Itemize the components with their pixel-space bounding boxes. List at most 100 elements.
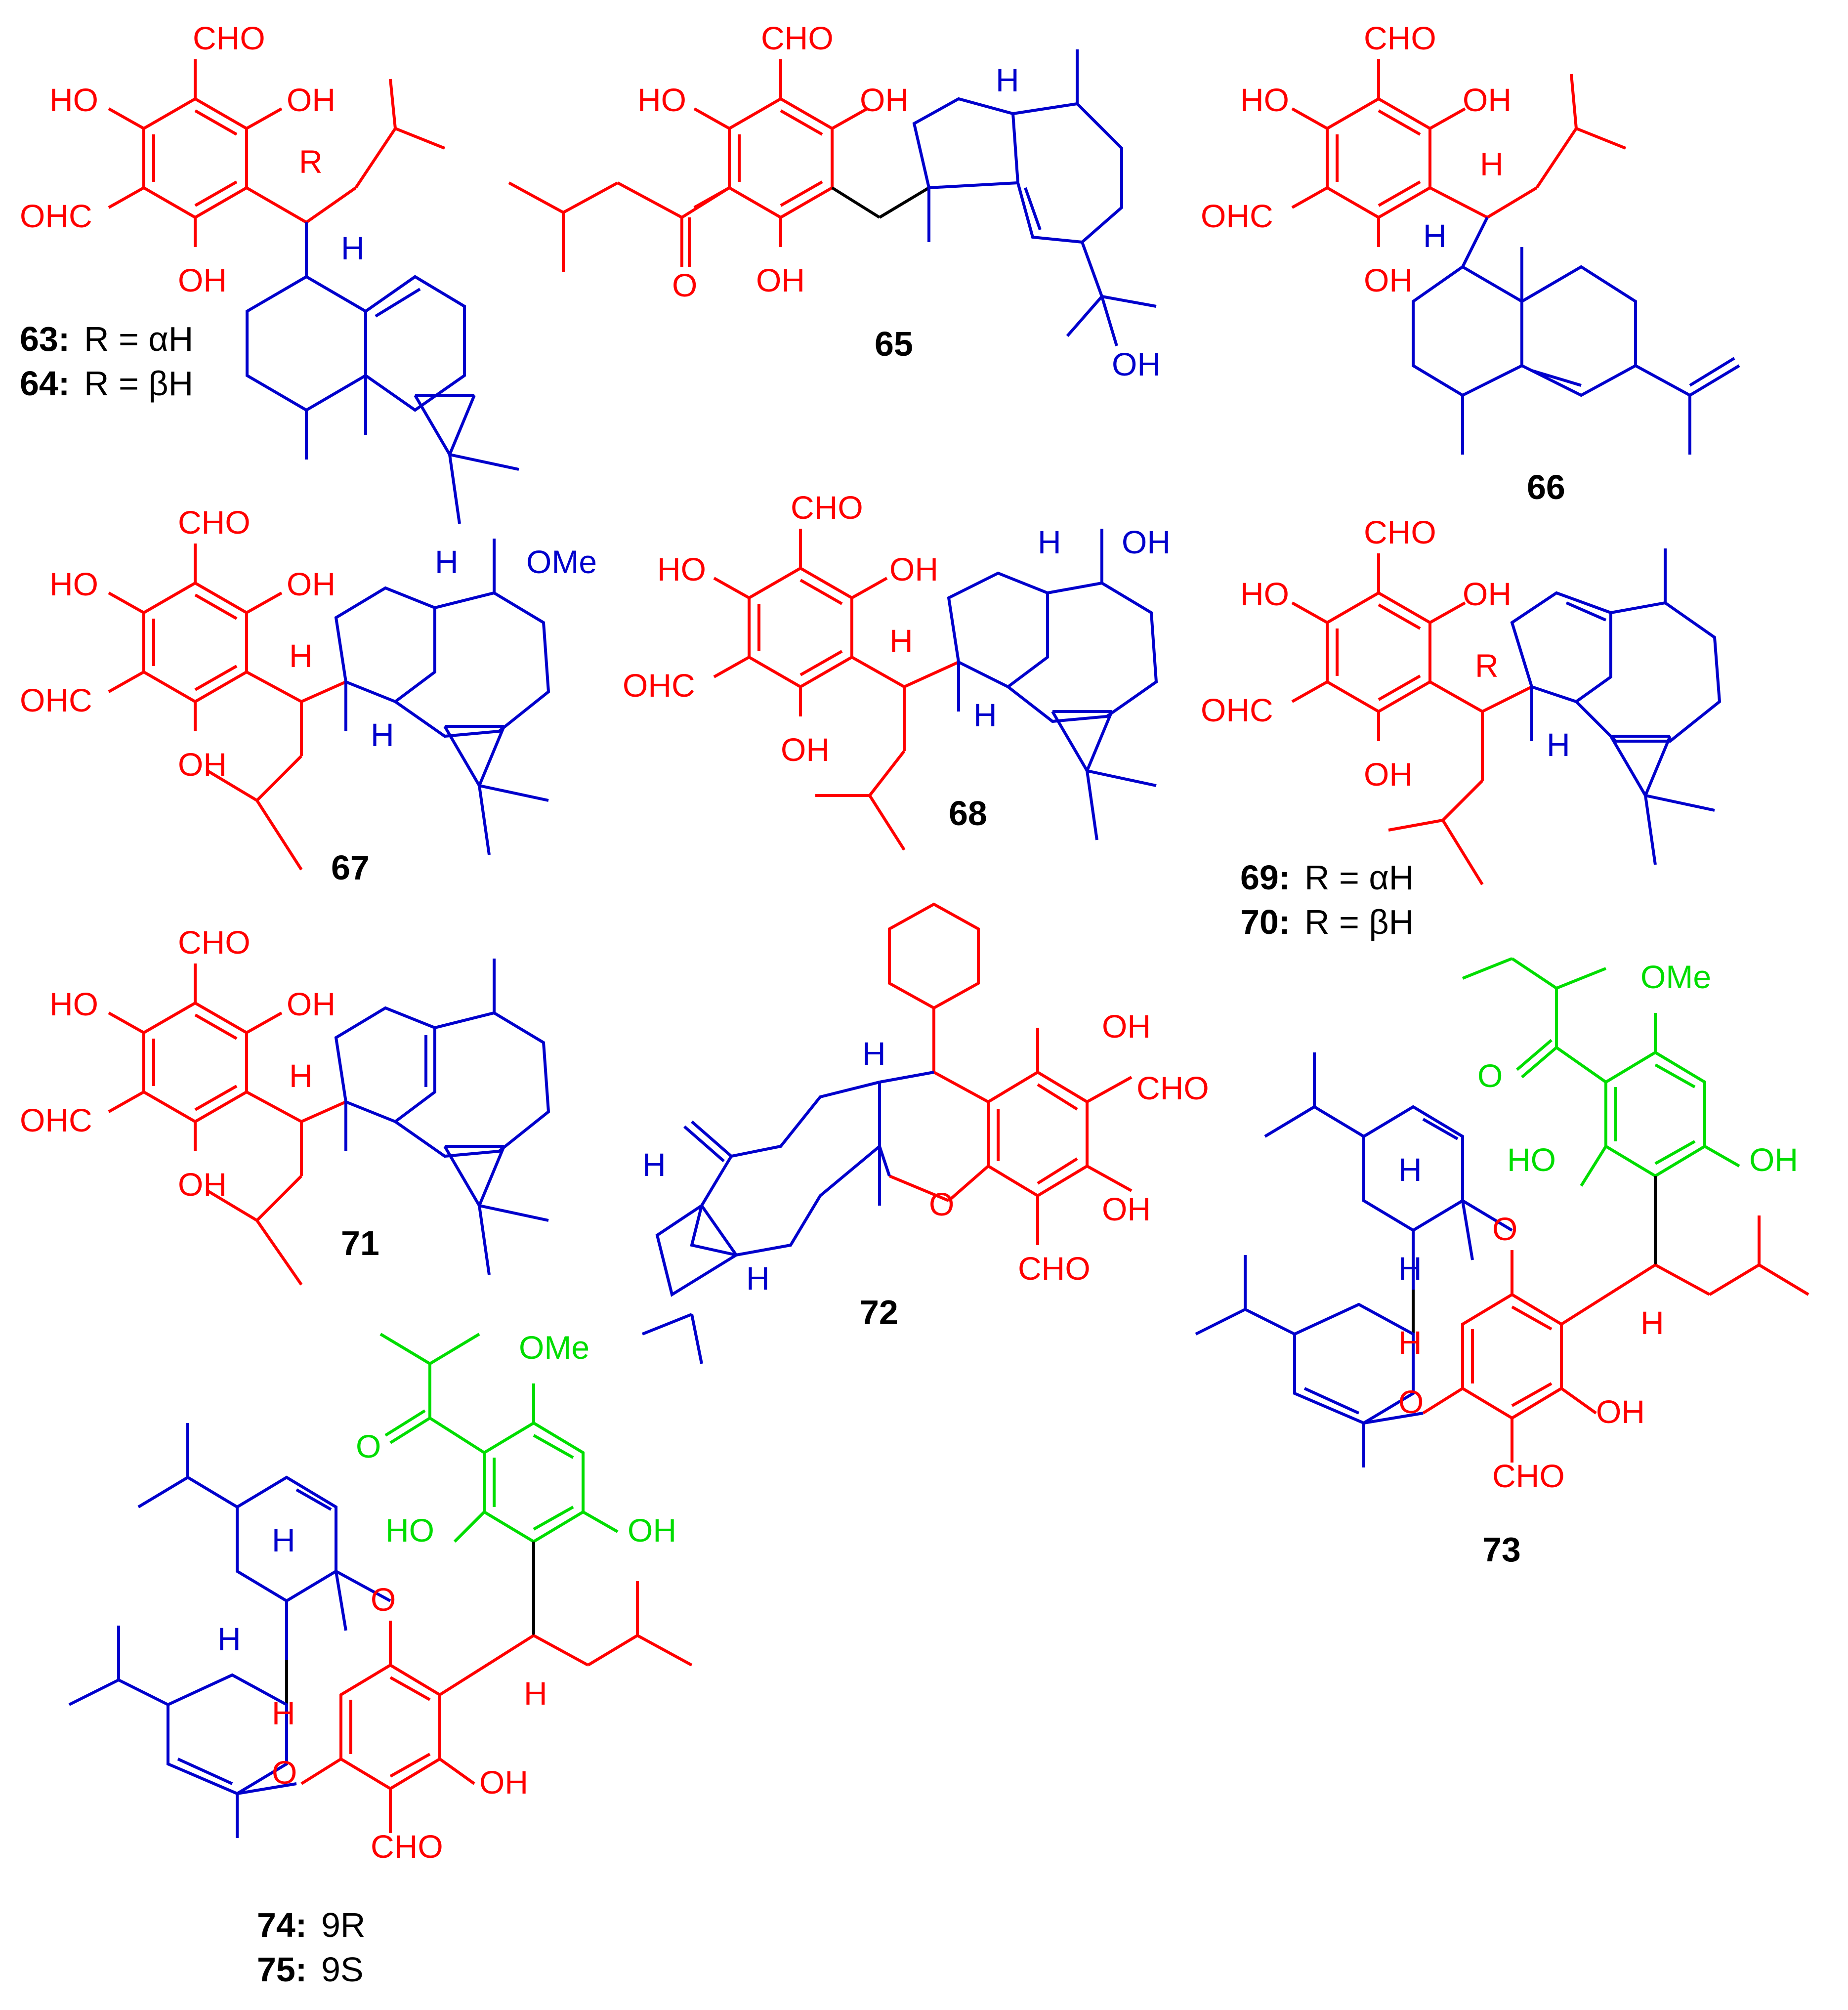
blue-guaiane: [912, 49, 1157, 346]
ome-label: OMe: [1640, 959, 1711, 995]
compound-number: 68: [949, 794, 987, 833]
compound-74-75: OMe O HO OH O O H OH CHO H H H 74: 9R 75…: [68, 1329, 693, 1989]
cho-label: CHO: [193, 20, 265, 56]
ho-label: HO: [49, 82, 98, 118]
compound-number: 73: [1482, 1530, 1521, 1569]
h-label: H: [996, 62, 1019, 98]
cho-label: CHO: [791, 489, 863, 526]
o-label: O: [1492, 1211, 1517, 1247]
ome-label: OMe: [519, 1329, 589, 1366]
h-label: H: [642, 1146, 666, 1183]
oh-label: OH: [178, 746, 227, 783]
ome-label: OMe: [526, 544, 597, 580]
oh-label: OH: [628, 1512, 676, 1549]
red-core: [109, 59, 282, 247]
h-label: H: [1398, 1324, 1422, 1361]
oh-label: OH: [1749, 1141, 1798, 1178]
compound-caption: 9S: [321, 1950, 364, 1989]
h-label: H: [1480, 146, 1504, 182]
compound-caption: R = αH: [1304, 858, 1414, 897]
ho-label: HO: [49, 566, 98, 602]
o-label: O: [356, 1428, 381, 1465]
h-label: H: [889, 623, 913, 659]
oh-label: OH: [756, 262, 805, 298]
oh-label: OH: [178, 1166, 227, 1203]
oh-label: OH: [1102, 1008, 1151, 1045]
oh-label: OH: [860, 82, 909, 118]
h-label: H: [1038, 524, 1061, 560]
compound-number: 70:: [1240, 903, 1290, 941]
ho-label: HO: [1507, 1141, 1556, 1178]
h-label: H: [1423, 217, 1447, 254]
o-label: O: [929, 1186, 954, 1222]
h-label: H: [371, 716, 394, 753]
compound-number: 64:: [20, 364, 70, 403]
h-label: H: [341, 230, 365, 266]
oh-label: OH: [1463, 82, 1512, 118]
cho-label: CHO: [761, 20, 834, 56]
compound-71: CHO HO OH OHC OH H 71: [20, 924, 550, 1286]
compound-63-64: CHO HO OH OHC OH R H 63: R = αH 64: R = …: [20, 20, 519, 524]
ohc-label: OHC: [20, 682, 92, 718]
h-label: H: [1398, 1250, 1422, 1287]
compound-69-70: CHO HO OH OHC OH R H 69: R = αH 70: R = …: [1201, 514, 1722, 941]
caryophyllene-ring: [641, 1071, 934, 1364]
side-chain: [246, 79, 446, 224]
compound-number: 66: [1527, 468, 1565, 506]
cho-label: CHO: [1492, 1458, 1565, 1494]
oh-label: OH: [1364, 262, 1413, 298]
ohc-label: OHC: [20, 1102, 92, 1138]
compound-number: 75:: [257, 1950, 307, 1989]
cho-label: CHO: [1018, 1250, 1091, 1287]
ho-label: HO: [637, 82, 686, 118]
oh-label: OH: [1596, 1393, 1645, 1430]
compound-73: OMe O HO OH O O H OH CHO H H H 73: [1195, 957, 1809, 1569]
ohc-label: OHC: [20, 198, 92, 234]
h-label: H: [746, 1260, 770, 1297]
blue-aromadendrane: [334, 539, 550, 738]
compound-number: 63:: [20, 320, 70, 358]
oh-label: OH: [781, 731, 830, 768]
compound-caption: R = βH: [84, 364, 193, 403]
phenyl-and-chromane: [888, 902, 1133, 1245]
h-label: H: [272, 1522, 295, 1558]
h-label: H: [1398, 1151, 1422, 1188]
compound-65: CHO HO OH OH O H OH 65: [508, 20, 1161, 382]
h-label: H: [973, 697, 997, 733]
r-label: R: [1475, 647, 1499, 684]
compound-67: CHO HO OH OHC OH H H OMe H 67: [20, 504, 597, 887]
ho-label: HO: [657, 551, 706, 587]
compound-72: OH CHO OH CHO O H H H 72: [641, 902, 1209, 1364]
h-label: H: [217, 1621, 241, 1657]
ho-label: HO: [49, 986, 98, 1022]
blue-bicyclic-terpenes: [1195, 1052, 1513, 1467]
ho-label: HO: [385, 1512, 434, 1549]
oh-label: OH: [287, 566, 336, 602]
blue-eudesmane: [1412, 216, 1740, 455]
ohc-label: OHC: [1201, 198, 1273, 234]
h-label: H: [862, 1035, 886, 1072]
compound-66: CHO HO OH OHC OH H H 66: [1201, 20, 1740, 506]
ohc-label: OHC: [623, 667, 695, 704]
oh-label: OH: [1122, 524, 1171, 560]
h-label: H: [272, 1695, 295, 1731]
cho-label: CHO: [178, 924, 251, 961]
h-label: H: [524, 1675, 547, 1712]
red-core: [300, 1581, 693, 1833]
cho-label: CHO: [1364, 514, 1436, 550]
compound-number: 74:: [257, 1906, 307, 1944]
compound-caption: 9R: [321, 1906, 365, 1944]
compound-number: 65: [875, 325, 913, 363]
r-label: R: [299, 143, 323, 180]
cho-label: CHO: [178, 504, 251, 541]
h-label: H: [435, 544, 459, 580]
o-label: O: [1398, 1383, 1424, 1420]
oh-label: OH: [178, 262, 227, 298]
compound-number: 71: [341, 1224, 379, 1262]
h-label: H: [1640, 1304, 1664, 1341]
compound-caption: R = βH: [1304, 903, 1414, 941]
compound-number: 67: [331, 848, 370, 887]
oh-label: OH: [1463, 576, 1512, 612]
oh-label: OH: [479, 1764, 528, 1801]
